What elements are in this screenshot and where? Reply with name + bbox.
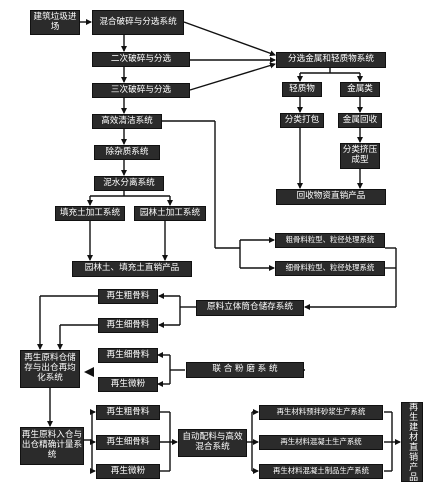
efficient-cleaning-box: 高效清洁系统 [92,114,162,129]
concrete-products-box: 再生材料混凝土制品生产系统 [259,464,383,479]
auto-batching-box: 自动配料与高效混合系统 [178,429,247,457]
tertiary-crushing-box: 三次破碎与分选 [92,83,190,98]
coarse-processing-box: 粗骨料粒型、粒径处理系统 [275,233,385,248]
mud-separation-box: 泥水分离系统 [94,176,164,191]
recycle-direct-sale-box: 回收物资直销产品 [276,189,386,205]
mortar-production-box: 再生材料预拌砂浆生产系统 [259,405,383,420]
secondary-crushing-box: 二次破碎与分选 [92,52,190,67]
concrete-production-box: 再生材料混凝土生产系统 [259,435,383,450]
metering-system-box: 再生原料入仓与出仓精确计量系统 [20,427,84,465]
light-material-box: 轻质物 [282,82,322,97]
soil-direct-sale-box: 园林土、填充土直销产品 [72,261,192,277]
sort-pack-box: 分类打包 [280,113,324,128]
recycled-coarse-box-1: 再生粗骨料 [98,289,158,304]
mixed-crushing-box: 混合破碎与分选系统 [92,10,184,35]
raw-silo-storage-box: 原料立体筒仓储存系统 [196,300,304,316]
construction-waste-box: 建筑垃圾进场 [30,10,80,35]
recycled-fine-box-1: 再生细骨料 [98,318,158,333]
impurity-removal-box: 除杂质系统 [94,145,160,160]
recycled-fine-box-3: 再生细骨料 [96,435,160,450]
recycled-fine-box-2: 再生细骨料 [98,348,158,363]
recycled-powder-box-1: 再生微粉 [98,377,158,392]
sort-extrude-box: 分类挤压成型 [340,143,380,169]
joint-grinding-box: 联 合 粉 磨 系 统 [186,362,304,378]
fill-soil-box: 填充土加工系统 [55,206,125,221]
building-material-sale-box: 再生建材直销产品 [401,402,423,482]
fine-processing-box: 细骨料粒型、粒径处理系统 [275,261,385,276]
metal-light-sorting-box: 分选金属和轻质物系统 [276,52,386,68]
recycled-coarse-box-2: 再生粗骨料 [96,405,160,420]
metal-recovery-box: 金属回收 [338,113,382,128]
metals-box: 金属类 [340,82,380,97]
storage-rehomog-box: 再生原料仓储存与出仓再均化系统 [20,350,80,388]
garden-soil-box: 园林土加工系统 [134,206,206,221]
recycled-powder-box-2: 再生微粉 [96,464,160,479]
